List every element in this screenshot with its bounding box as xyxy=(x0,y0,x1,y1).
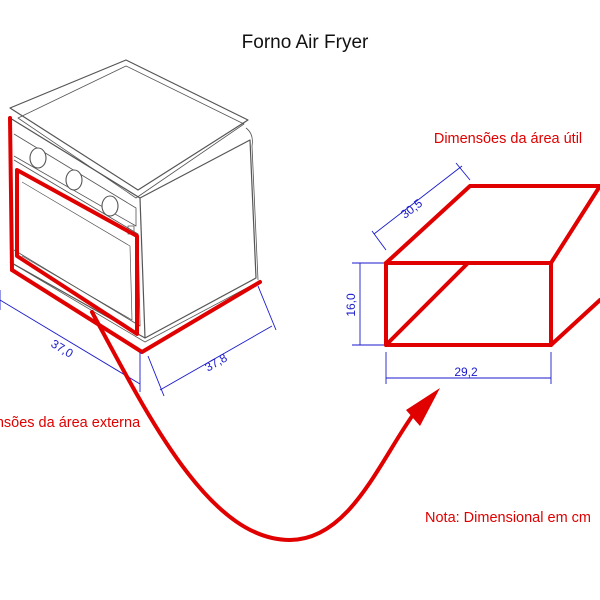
oven-front-face xyxy=(9,117,146,339)
arrow-head-icon xyxy=(406,388,440,426)
knob-icon xyxy=(29,147,47,169)
units-note: Nota: Dimensional em cm xyxy=(425,510,591,526)
knob-icon xyxy=(65,169,83,191)
oven-right-face xyxy=(139,139,257,339)
inner-dimension-lines xyxy=(352,162,552,384)
inner-box-top xyxy=(384,184,600,265)
inner-box-front xyxy=(384,261,553,347)
inner-box-diagonal xyxy=(384,261,470,347)
diagram-title: Forno Air Fryer xyxy=(242,32,369,53)
inner-box xyxy=(384,184,600,347)
inner-depth-label: 30,5 xyxy=(398,196,425,222)
oven-right-curve xyxy=(245,127,259,281)
knob-icon xyxy=(101,195,119,217)
outer-area-outline xyxy=(8,116,262,354)
outer-edge-front xyxy=(10,268,262,354)
inner-width-label: 29,2 xyxy=(454,365,478,379)
outer-edge-left xyxy=(8,116,14,272)
inner-box-right xyxy=(549,298,600,347)
oven-illustration xyxy=(9,59,259,343)
oven-top-face xyxy=(9,59,249,191)
outer-area-label: Dimensões da área externa xyxy=(0,415,141,431)
outer-depth-label: 37,8 xyxy=(202,350,230,374)
inner-area-label: Dimensões da área útil xyxy=(434,131,582,147)
oven-knobs xyxy=(29,147,119,217)
transition-arrow xyxy=(90,310,417,543)
outer-width-label: 37,0 xyxy=(48,337,76,361)
oven-bottom-base xyxy=(9,261,259,343)
outer-dimension-lines xyxy=(0,285,277,397)
oven-door-glass xyxy=(21,181,133,321)
outer-door-rect xyxy=(15,168,139,336)
inner-height-label: 16,0 xyxy=(344,293,358,317)
